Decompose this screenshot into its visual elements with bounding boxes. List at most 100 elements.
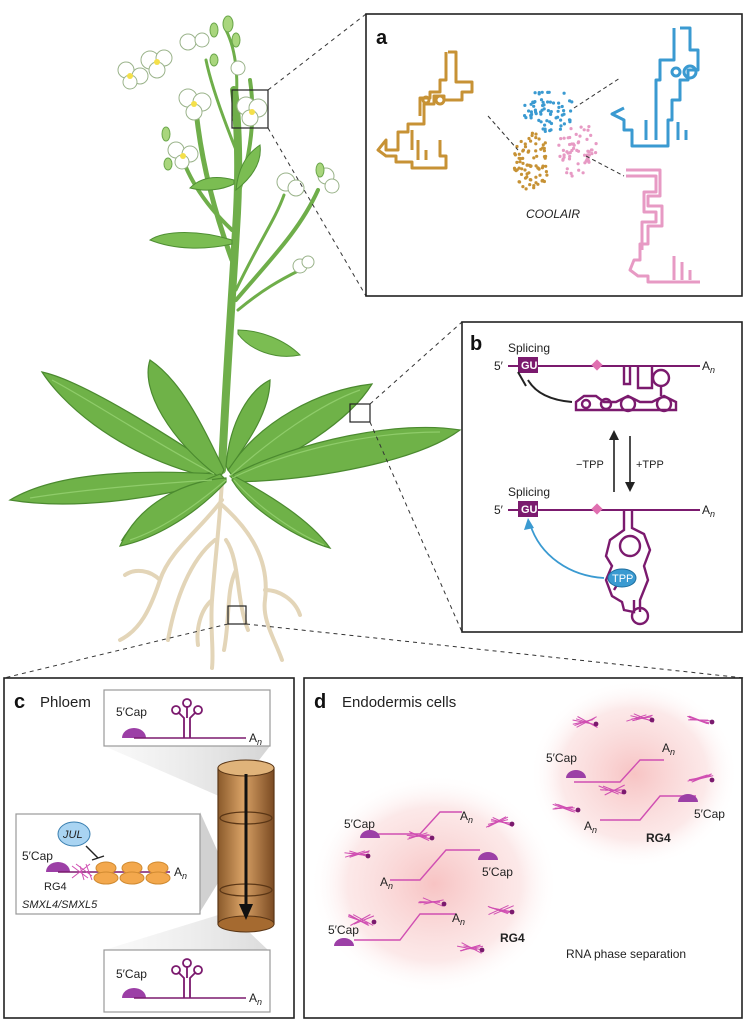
scatter-point <box>521 148 526 152</box>
an-d3: An <box>452 911 465 927</box>
scatter-point <box>539 112 543 116</box>
gu-top: GU <box>521 360 538 372</box>
condensate-left <box>310 774 558 994</box>
scatter-point <box>570 148 574 153</box>
scatter-point <box>569 171 573 175</box>
scatter-point <box>515 160 519 164</box>
scatter-point <box>529 139 533 143</box>
scatter-point <box>514 169 518 173</box>
scatter-point <box>586 149 590 153</box>
coolair-label: COOLAIR <box>526 207 580 221</box>
coolair-scatter <box>512 90 598 191</box>
coolair-structure-pink <box>626 168 700 284</box>
cap-d4: 5′Cap <box>546 751 577 765</box>
jul-protein: JUL <box>62 829 83 841</box>
cauline-leaves <box>148 144 302 357</box>
cap-mid: 5′Cap <box>22 849 53 863</box>
scatter-point <box>528 183 532 187</box>
scatter-point <box>519 139 523 144</box>
zoom-box-leaf <box>349 403 371 423</box>
scatter-point <box>534 175 538 179</box>
scatter-point <box>587 125 591 129</box>
scatter-point <box>568 154 572 158</box>
scatter-point <box>534 110 538 114</box>
scatter-point <box>528 178 532 182</box>
scatter-point <box>583 161 587 165</box>
scatter-point <box>569 127 573 131</box>
cap-d1: 5′Cap <box>344 817 375 831</box>
scatter-point <box>537 137 541 141</box>
scatter-point <box>558 127 563 131</box>
scatter-point <box>520 167 524 171</box>
scatter-point <box>523 145 528 149</box>
scatter-point <box>562 109 566 113</box>
cap-d3: 5′Cap <box>328 923 359 937</box>
scatter-point <box>521 185 525 189</box>
scatter-point <box>566 151 570 155</box>
scatter-point <box>582 128 586 132</box>
panel-b-label: b <box>470 333 482 355</box>
scatter-point <box>568 120 572 124</box>
scatter-point <box>568 99 572 103</box>
scatter-point <box>527 109 531 113</box>
scatter-point <box>530 112 534 116</box>
cap-d5: 5′Cap <box>694 807 725 821</box>
scatter-point <box>533 91 537 95</box>
scatter-point <box>572 143 576 147</box>
plant-illustration <box>8 15 462 670</box>
rg4-glyph <box>687 773 715 783</box>
scatter-point <box>557 143 561 147</box>
panel-d-title: Endodermis cells <box>342 694 456 711</box>
phloem-tube <box>217 759 275 933</box>
scatter-point <box>581 171 585 175</box>
rg4-glyph <box>626 713 655 723</box>
splicing-top: Splicing <box>508 341 550 355</box>
scatter-point <box>546 90 550 94</box>
scatter-point <box>576 149 581 153</box>
scatter-point <box>590 152 594 156</box>
panel-b: b Splicing 5′ GU An −TPP +TPP Splicing 5… <box>461 321 743 633</box>
scatter-point <box>589 133 593 137</box>
scatter-point <box>557 105 561 109</box>
scatter-point <box>557 101 561 105</box>
scatter-point <box>524 187 528 191</box>
scatter-point <box>544 154 548 158</box>
scatter-point <box>570 174 574 178</box>
scatter-point <box>587 159 591 163</box>
scatter-point <box>532 156 536 160</box>
scatter-point <box>559 118 563 122</box>
scatter-point <box>529 102 533 106</box>
scatter-point <box>562 155 566 159</box>
scatter-point <box>534 136 538 140</box>
scatter-point <box>540 108 544 112</box>
callout-lines <box>3 13 745 679</box>
scatter-point <box>534 142 538 146</box>
scatter-point <box>561 158 565 162</box>
an-bottom: An <box>702 503 715 519</box>
scatter-point <box>545 173 549 177</box>
scatter-point <box>560 113 564 117</box>
panel-a: a COOLAIR <box>365 13 743 297</box>
scatter-point <box>527 149 531 153</box>
scatter-point <box>545 119 549 123</box>
rg4-glyph <box>347 914 377 926</box>
scatter-point <box>583 153 587 157</box>
rg4-glyph <box>457 942 485 954</box>
cap-d2: 5′Cap <box>482 865 513 879</box>
rg4-glyph <box>487 904 515 916</box>
scatter-point <box>549 128 553 132</box>
rg4-glyph <box>687 715 715 725</box>
scatter-point <box>577 140 581 144</box>
scatter-point <box>517 166 521 170</box>
scatter-point <box>536 166 540 170</box>
an-d4: An <box>662 741 675 757</box>
scatter-point <box>558 154 562 158</box>
an-c-top: An <box>249 731 262 747</box>
an-d1: An <box>460 809 473 825</box>
scatter-point <box>562 153 566 157</box>
stem-loop-top <box>171 698 203 738</box>
rg4-c-label: RG4 <box>44 881 67 893</box>
scatter-point <box>542 149 547 153</box>
scatter-point <box>529 110 534 114</box>
scatter-point <box>536 182 540 186</box>
